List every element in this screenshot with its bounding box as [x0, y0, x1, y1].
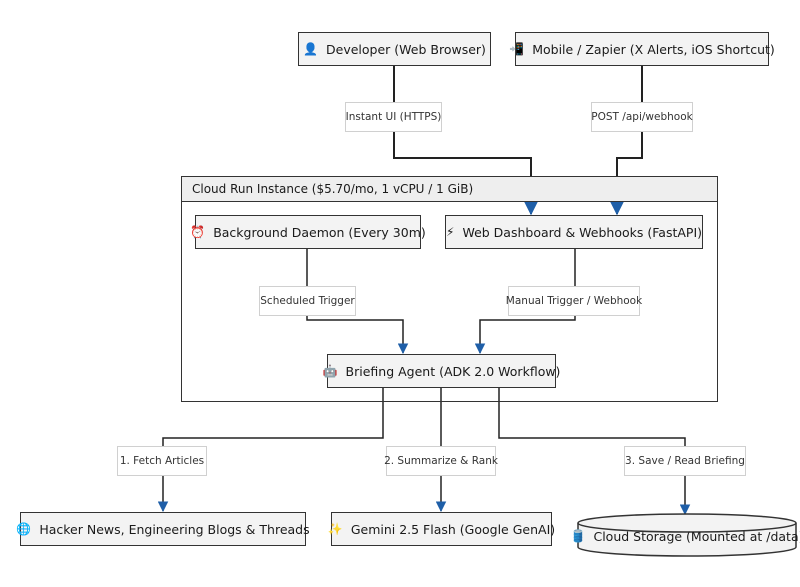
sparkles-icon: ✨	[327, 522, 343, 536]
edge-label-fetch: 1. Fetch Articles	[117, 446, 207, 476]
node-gemini[interactable]: ✨ Gemini 2.5 Flash (Google GenAI)	[327, 512, 556, 546]
alarm-clock-icon: ⏰	[190, 225, 206, 239]
robot-icon: 🤖	[322, 364, 338, 378]
cloud-run-cluster: Cloud Run Instance ($5.70/mo, 1 vCPU / 1…	[181, 176, 718, 402]
database-icon: 🛢️	[570, 529, 586, 543]
edge-label-https-text: Instant UI (HTTPS)	[345, 111, 442, 123]
node-daemon[interactable]: ⏰ Background Daemon (Every 30m)	[190, 215, 426, 249]
edge-agent-to-storage	[498, 388, 691, 516]
edge-label-scheduled-text: Scheduled Trigger	[260, 295, 355, 307]
edge-label-manual-text: Manual Trigger / Webhook	[505, 295, 643, 307]
node-developer-label: Developer (Web Browser)	[326, 41, 486, 57]
node-storage-label: Cloud Storage (Mounted at /data)	[593, 528, 800, 544]
edge-label-webhook: POST /api/webhook	[591, 102, 693, 132]
edge-label-save-text: 3. Save / Read Briefing	[625, 455, 745, 467]
node-storage[interactable]: 🛢️ Cloud Storage (Mounted at /data)	[571, 522, 800, 550]
edge-label-https: Instant UI (HTTPS)	[345, 102, 442, 132]
cluster-title-text: Cloud Run Instance ($5.70/mo, 1 vCPU / 1…	[192, 182, 474, 196]
node-gemini-label: Gemini 2.5 Flash (Google GenAI)	[350, 521, 556, 537]
edge-label-save: 3. Save / Read Briefing	[624, 446, 746, 476]
node-agent[interactable]: 🤖 Briefing Agent (ADK 2.0 Workflow)	[323, 354, 560, 388]
node-sources[interactable]: 🌐 Hacker News, Engineering Blogs & Threa…	[16, 512, 310, 546]
node-dashboard-label: Web Dashboard & Webhooks (FastAPI)	[462, 224, 703, 240]
edge-daemon-to-agent	[306, 249, 409, 355]
node-agent-label: Briefing Agent (ADK 2.0 Workflow)	[345, 363, 561, 379]
globe-icon: 🌐	[16, 522, 32, 536]
node-developer[interactable]: 👤 Developer (Web Browser)	[298, 32, 491, 66]
node-daemon-label: Background Daemon (Every 30m)	[213, 224, 426, 240]
mobile-icon: 📲	[509, 42, 525, 56]
edge-label-scheduled: Scheduled Trigger	[259, 286, 356, 316]
edge-label-summarize-text: 2. Summarize & Rank	[384, 455, 498, 467]
edge-label-manual: Manual Trigger / Webhook	[505, 286, 643, 316]
edge-dashboard-to-agent	[474, 249, 576, 355]
edge-label-webhook-text: POST /api/webhook	[591, 111, 693, 123]
storage-cylinder	[577, 513, 797, 557]
edge-label-summarize: 2. Summarize & Rank	[384, 446, 498, 476]
cluster-title: Cloud Run Instance ($5.70/mo, 1 vCPU / 1…	[182, 177, 717, 202]
node-mobile-label: Mobile / Zapier (X Alerts, iOS Shortcut)	[532, 41, 775, 57]
user-icon: 👤	[303, 42, 319, 56]
node-sources-label: Hacker News, Engineering Blogs & Threads	[39, 521, 310, 537]
lightning-icon: ⚡	[446, 225, 455, 239]
node-mobile[interactable]: 📲 Mobile / Zapier (X Alerts, iOS Shortcu…	[509, 32, 775, 66]
node-dashboard[interactable]: ⚡ Web Dashboard & Webhooks (FastAPI)	[445, 215, 703, 249]
edge-label-fetch-text: 1. Fetch Articles	[119, 455, 205, 467]
